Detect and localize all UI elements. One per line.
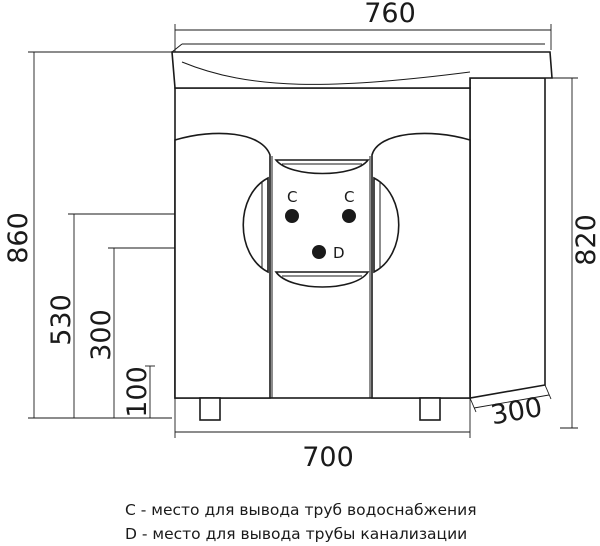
washbasin-top: [171, 51, 553, 89]
legend: C - место для вывода труб водоснабжения …: [125, 498, 477, 546]
right-door: [371, 132, 471, 399]
total-height-label: 860: [3, 212, 34, 264]
water-outlet-left: [285, 209, 299, 223]
leg-height-label: 100: [122, 366, 153, 418]
water-outlet-right: [342, 209, 356, 223]
drain-height-label: 530: [46, 294, 77, 346]
left-leg: [199, 397, 221, 421]
cabinet: [171, 43, 553, 421]
drain-outlet: [312, 245, 326, 259]
left-door: [174, 132, 271, 399]
dimension-bottom-width: 700: [174, 398, 471, 473]
dimension-cabinet-height: 820: [540, 77, 600, 429]
right-leg: [419, 397, 441, 421]
legend-water-line: C - место для вывода труб водоснабжения: [125, 501, 477, 519]
dimension-total-height: 860: [3, 51, 175, 419]
legend-drain-line: D - место для вывода трубы канализации: [125, 525, 468, 543]
cabinet-side-panel: [469, 77, 546, 399]
top-width-label: 760: [364, 0, 416, 29]
bottom-width-label: 700: [302, 442, 354, 473]
water-height-label: 300: [86, 309, 117, 361]
depth-label: 300: [488, 392, 544, 431]
outlet-markers: C C D: [285, 188, 356, 262]
dimension-top-width: 760: [174, 0, 552, 52]
drain-label: D: [333, 244, 345, 262]
dimension-leg-height: 100: [122, 365, 155, 418]
water-left-label: C: [287, 188, 297, 206]
water-right-label: C: [344, 188, 354, 206]
cabinet-height-label: 820: [571, 214, 600, 266]
upper-handle: [274, 159, 370, 175]
washbasin-bowl-curve: [181, 61, 471, 85]
